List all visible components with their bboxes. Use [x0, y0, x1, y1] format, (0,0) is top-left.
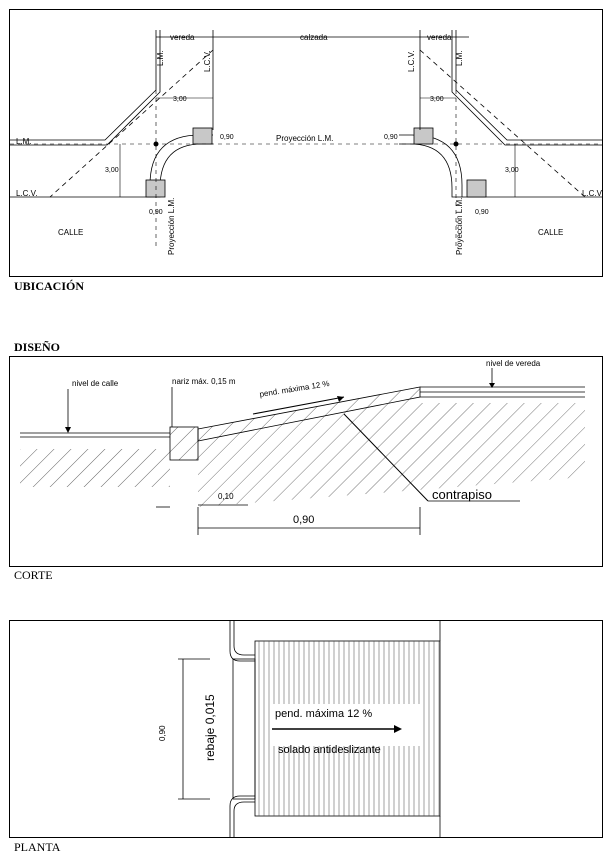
corte-drawing: nivel de calle nariz máx. 0,15 m pend. m…	[20, 359, 585, 535]
nivel-vereda-label: nivel de vereda	[486, 359, 541, 368]
lcv-vertical-left: L.C.V.	[203, 51, 212, 73]
dim-090-planta: 0,90	[158, 725, 167, 741]
contrapiso-label: contrapiso	[432, 487, 492, 502]
section-title-diseno: DISEÑO	[14, 340, 61, 354]
dim-300-side-right: 3,00	[505, 167, 519, 174]
lcv-label-left: L.C.V.	[16, 189, 38, 198]
calle-label-left: CALLE	[58, 228, 83, 237]
calzada-label: calzada	[300, 33, 328, 42]
ubicacion-drawing: vereda calzada vereda 3,00 3,00 0,90 0,9…	[10, 30, 602, 255]
section-title-ubicacion: UBICACIÓN	[14, 279, 85, 293]
dim-090-left-top: 0,90	[220, 134, 234, 141]
rebaje-label: rebaje 0,015	[203, 694, 217, 761]
pendiente-label-corte: pend. máxima 12 %	[259, 379, 330, 399]
proyeccion-vertical-left: Proyección L.M.	[167, 198, 176, 255]
ubicacion-panel: vereda calzada vereda 3,00 3,00 0,90 0,9…	[9, 9, 603, 277]
lm-vertical-right: L.M.	[455, 50, 464, 66]
dim-090-left-bottom: 0,90	[149, 209, 163, 216]
dim-090-right-top: 0,90	[384, 134, 398, 141]
planta-panel: 0,90 rebaje 0,015 pend. máxima 12 % sola…	[9, 620, 603, 838]
planta-drawing: 0,90 rebaje 0,015 pend. máxima 12 % sola…	[158, 621, 441, 837]
dim-010-corte: 0,10	[218, 492, 234, 501]
section-title-corte: CORTE	[14, 568, 53, 582]
dim-300-top-right: 3,00	[430, 96, 444, 103]
proyeccion-label: Proyección L.M.	[276, 134, 333, 143]
lcv-vertical-right: L.C.V.	[407, 51, 416, 73]
dim-090-right-bottom: 0,90	[475, 209, 489, 216]
dim-300-side-left: 3,00	[105, 167, 119, 174]
solado-label: solado antideslizante	[278, 744, 381, 756]
section-title-planta: PLANTA	[14, 840, 61, 854]
proyeccion-vertical-right: Proyección L.M.	[455, 198, 464, 255]
lcv-label-right: L.C.V.	[582, 189, 602, 198]
nariz-label: nariz máx. 0,15 m	[172, 377, 236, 386]
pendiente-label-planta: pend. máxima 12 %	[275, 708, 372, 720]
vereda-label-left: vereda	[170, 33, 195, 42]
calle-label-right: CALLE	[538, 228, 563, 237]
dim-300-top-left: 3,00	[173, 96, 187, 103]
lm-label-left: L.M.	[16, 137, 32, 146]
vereda-label-right: vereda	[427, 33, 452, 42]
dim-090-corte: 0,90	[293, 514, 314, 526]
nivel-calle-label: nivel de calle	[72, 379, 119, 388]
corte-panel: nivel de calle nariz máx. 0,15 m pend. m…	[9, 356, 603, 567]
lm-vertical-left: L.M.	[156, 50, 165, 66]
